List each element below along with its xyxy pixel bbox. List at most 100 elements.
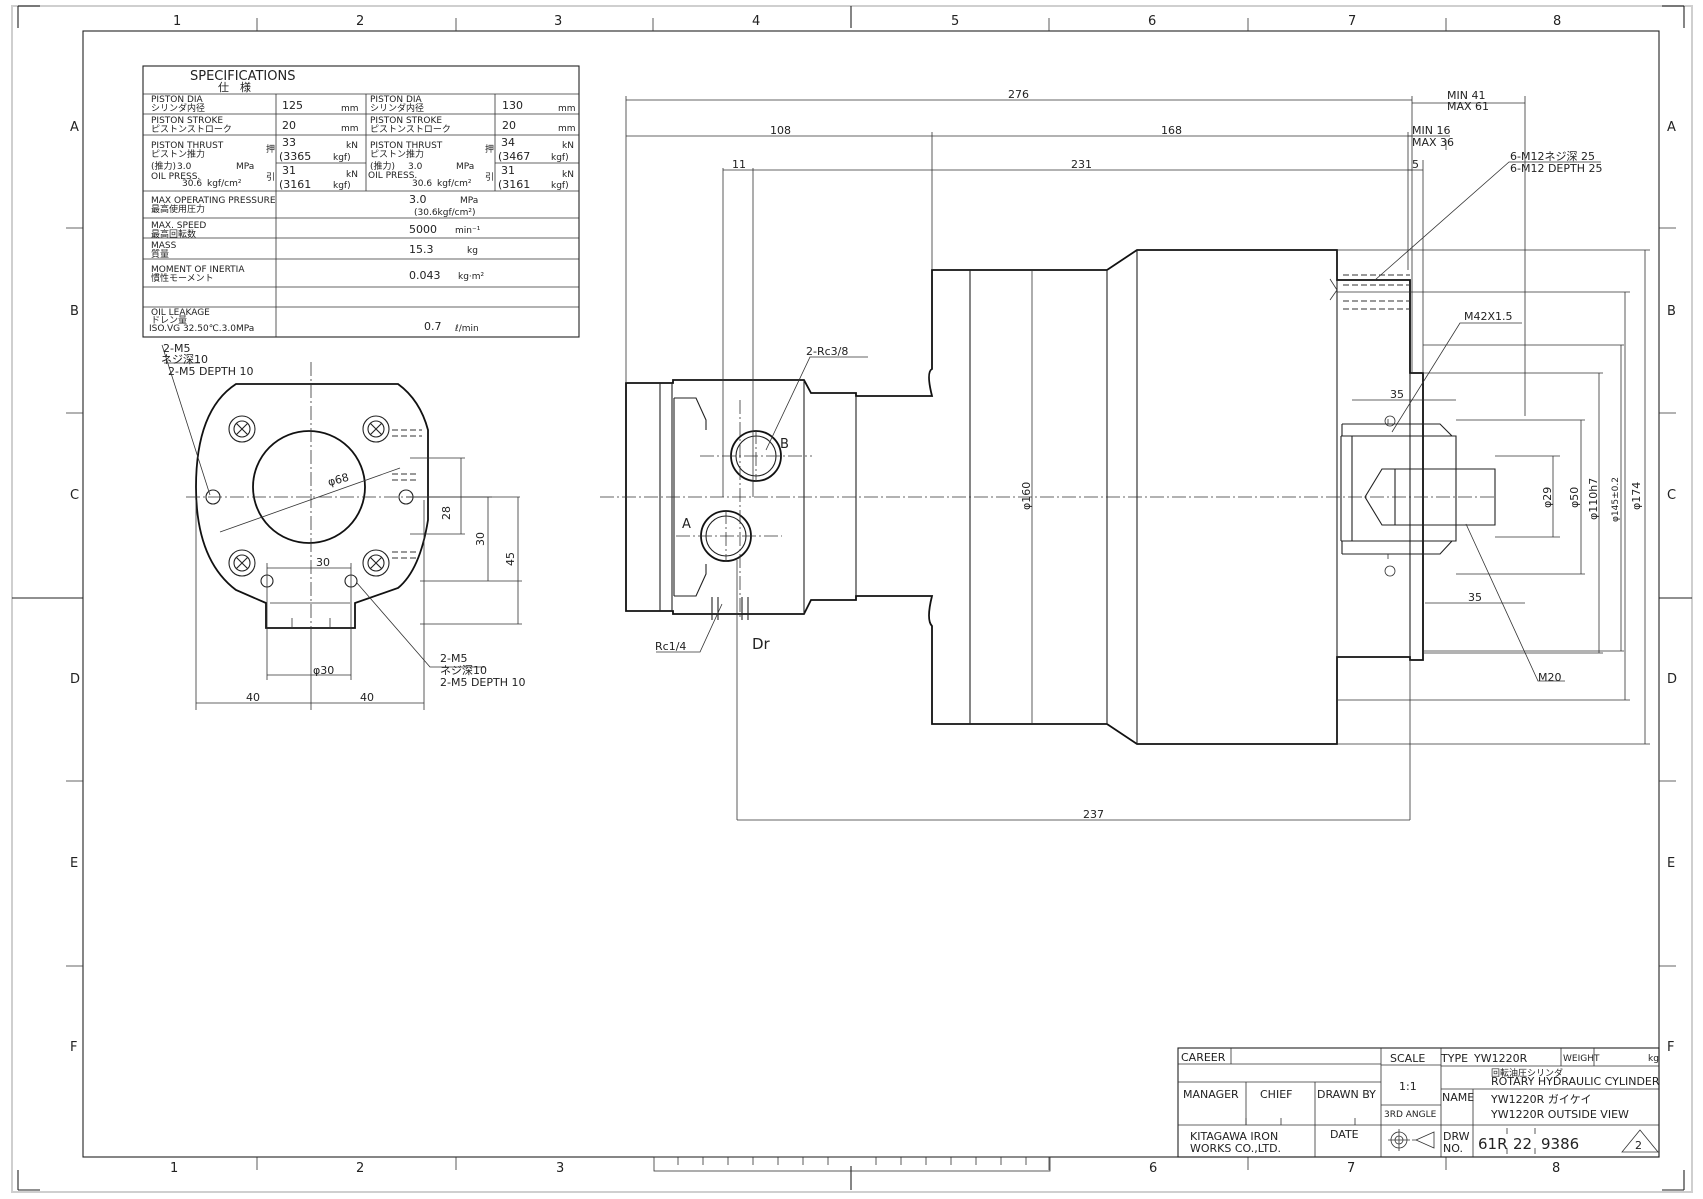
tb-label: CAREER (1181, 1051, 1226, 1064)
spec-label: PISTON DIA (151, 95, 204, 105)
drawing-number: 22 (1513, 1135, 1532, 1153)
dim-text: 30 (316, 556, 330, 569)
specs-title-jp: 仕 様 (218, 80, 251, 94)
port-label: A (682, 517, 691, 532)
revision-number: 2 (1635, 1139, 1642, 1152)
spec-sub: (30.6kgf/cm²) (414, 208, 476, 218)
spec-unit: ℓ/min (454, 324, 479, 334)
spec-cond: ISO.VG 32.50℃.3.0MPa (149, 324, 254, 334)
tap-note-jp: 6-M12ネジ深 25 (1510, 150, 1595, 163)
tb-label: SCALE (1390, 1052, 1425, 1065)
spec-unit: mm (558, 104, 576, 114)
dim-text: 237 (1083, 808, 1104, 821)
row-label: C (70, 488, 79, 503)
thread-note: M20 (1538, 671, 1562, 684)
spec-value: 3.0 (408, 162, 423, 172)
specifications-table: SPECIFICATIONS 仕 様 PISTON DIA シリンダ内径 125… (142, 65, 580, 338)
row-label: D (70, 672, 80, 687)
tb-label: NAME (1442, 1091, 1474, 1104)
spec-label: PISTON DIA (370, 95, 423, 105)
drawing-number: 61R (1478, 1135, 1508, 1153)
tb-value: 回転油圧シリンダ (1491, 1067, 1563, 1079)
spec-label: OIL PRESS. (151, 172, 200, 182)
row-label: B (1667, 304, 1676, 319)
col-label: 7 (1348, 14, 1356, 29)
spec-value: 125 (282, 99, 303, 112)
spec-unit: kgf) (551, 181, 569, 191)
spec-unit: kN (562, 170, 574, 180)
row-label: C (1667, 488, 1676, 503)
dim-text: 11 (732, 158, 746, 171)
row-label: D (1667, 672, 1677, 687)
dim-text: φ145±0.2 (1611, 477, 1621, 522)
spec-label-jp: ピストン推力 (370, 148, 424, 160)
spec-value: 0.043 (409, 269, 441, 282)
dim-text: φ160 (1020, 482, 1033, 510)
spec-label: MOMENT OF INERTIA (151, 265, 245, 275)
row-label: E (1667, 856, 1675, 871)
col-label: 2 (356, 1161, 364, 1176)
spec-unit: kN (346, 141, 358, 151)
spec-label-jp: 質量 (151, 248, 169, 260)
dim-text: 108 (770, 124, 791, 137)
col-label: 4 (752, 14, 760, 29)
dim-text: 35 (1390, 388, 1404, 401)
spec-unit: kN (562, 141, 574, 151)
spec-unit: kg (467, 246, 478, 256)
dim-text: 40 (360, 691, 374, 704)
col-label: 6 (1148, 14, 1156, 29)
col-label: 1 (173, 14, 181, 29)
dim-text: MAX 61 (1447, 100, 1489, 113)
tap-note-en: 6-M12 DEPTH 25 (1510, 162, 1603, 175)
spec-label: PISTON STROKE (151, 116, 223, 126)
outer-frame (11, 5, 1693, 1193)
spec-label: MAX. SPEED (151, 221, 206, 231)
spec-value: (3467 (498, 150, 530, 163)
tb-label: DRW (1443, 1130, 1470, 1143)
hole-note: 2-M5 (440, 652, 467, 665)
port-note: Rc1/4 (655, 640, 686, 653)
dim-text: φ68 (326, 471, 350, 489)
spec-label: PISTON THRUST (151, 141, 224, 151)
spec-label-jp: ピストンストローク (151, 124, 232, 135)
dim-text: 40 (246, 691, 260, 704)
spec-value: (3365 (279, 150, 311, 163)
dim-text: φ174 (1630, 482, 1643, 510)
spec-label-jp: ドレン量 (151, 315, 187, 326)
hole-note-jp: ネジ深10 (440, 664, 487, 677)
spec-unit: MPa (236, 162, 254, 172)
row-label: A (1667, 120, 1676, 135)
column-labels-top: 1 2 3 4 5 6 7 8 (173, 14, 1561, 29)
col-label: 5 (951, 14, 959, 29)
spec-unit: MPa (460, 196, 478, 206)
spec-value: 0.7 (424, 320, 442, 333)
spec-value: 130 (502, 99, 523, 112)
spec-label-jp: シリンダ内径 (370, 102, 424, 114)
dim-text: 168 (1161, 124, 1182, 137)
spec-label-jp: 最高回転数 (151, 228, 196, 240)
revision-triangle (1621, 1129, 1659, 1153)
dim-text: φ29 (1541, 487, 1554, 508)
spec-label: (推力) (151, 160, 176, 172)
spec-unit: kgf/cm² (207, 179, 242, 189)
thread-note: M42X1.5 (1464, 310, 1513, 323)
dim-text: 45 (504, 552, 517, 566)
spec-mark: 押 (266, 143, 275, 155)
spec-value: (3161 (498, 178, 530, 191)
col-label: 3 (556, 1161, 564, 1176)
spec-label: MAX OPERATING PRESSURE (151, 196, 276, 206)
spec-label: PISTON THRUST (370, 141, 443, 151)
port-label: B (780, 437, 789, 452)
tb-value: YW1220R OUTSIDE VIEW (1490, 1108, 1629, 1121)
spec-label: OIL PRESS. (368, 171, 417, 181)
front-body-outline (195, 383, 429, 629)
col-label: 8 (1552, 1161, 1560, 1176)
dim-text: 231 (1071, 158, 1092, 171)
corner-marks (12, 5, 1692, 1191)
spec-value: 20 (502, 119, 516, 132)
spec-label: PISTON STROKE (370, 116, 442, 126)
spec-unit: kg·m² (458, 272, 485, 282)
row-labels-right: A B C D E F (1667, 120, 1677, 1055)
side-view: B A Rc1/4 Dr 2-Rc3/8 6-M12ネジ深 25 6-M12 D… (600, 88, 1650, 821)
tb-label: MANAGER (1183, 1088, 1239, 1101)
